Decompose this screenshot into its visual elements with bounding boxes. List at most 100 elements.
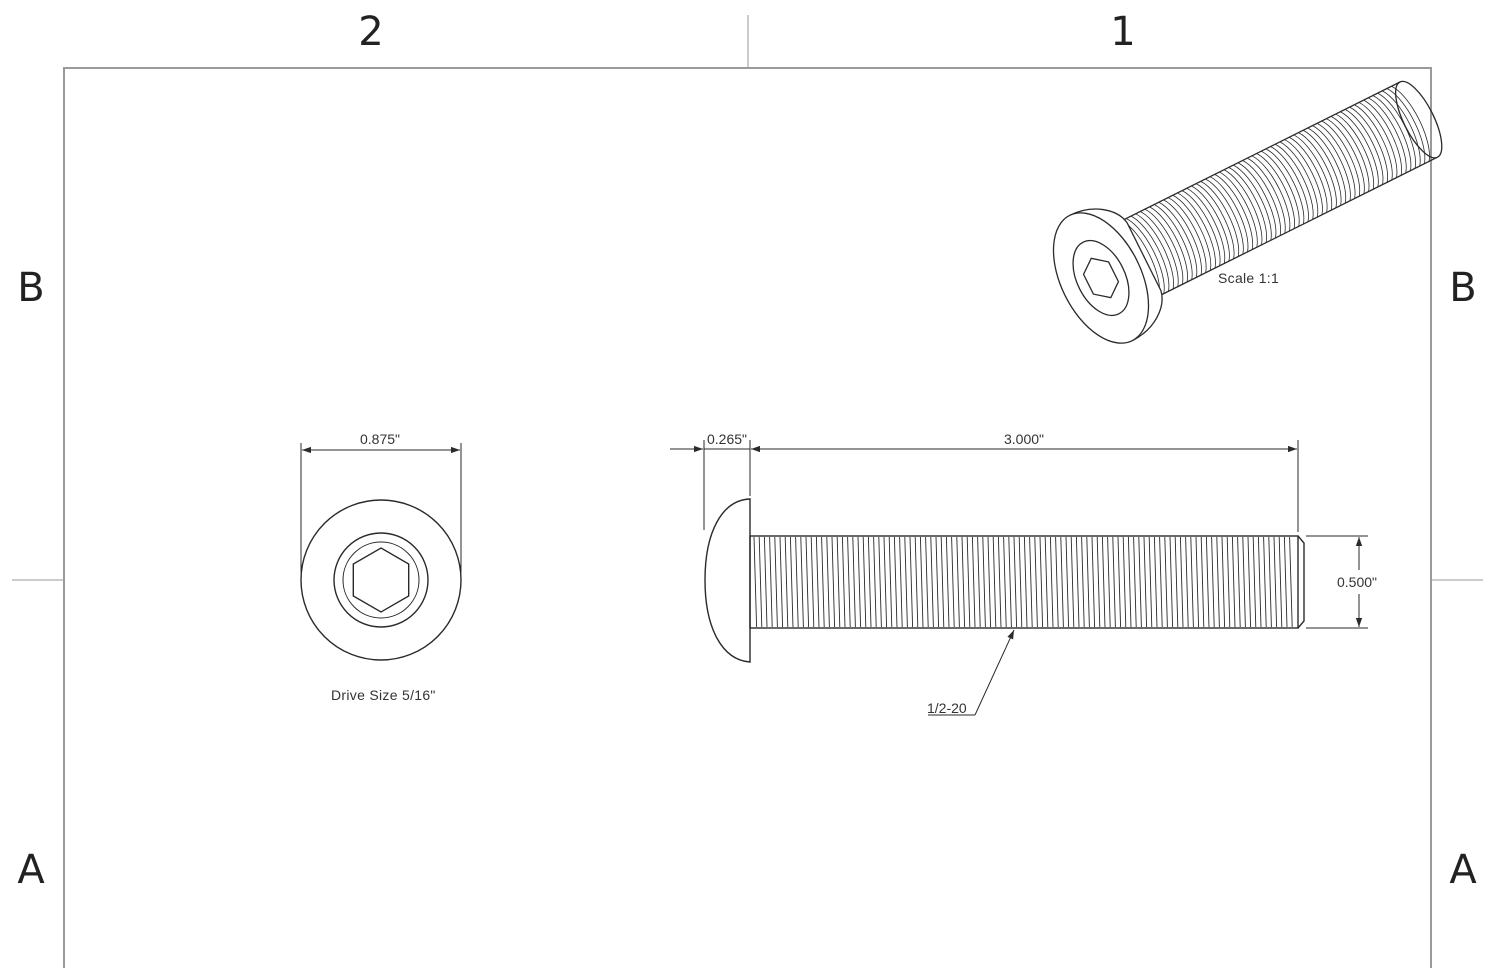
- iso-thread-crest-line: [1349, 106, 1388, 183]
- thread-crest-line: [862, 536, 867, 628]
- thread-crest-line: [945, 536, 950, 628]
- sheet-frame: [12, 15, 1483, 968]
- thread-crest-line: [1075, 536, 1080, 628]
- iso-thread-crest-line: [1307, 127, 1347, 204]
- thread-crest-line: [1039, 536, 1044, 628]
- thread-crest-line: [883, 536, 888, 628]
- drive-size-note: Drive Size 5/16": [331, 687, 436, 703]
- iso-thread-end: [1394, 80, 1443, 159]
- thread-crest-line: [1060, 536, 1064, 628]
- thread-crest-line: [1122, 536, 1127, 628]
- iso-thread-crest-line: [1140, 211, 1179, 287]
- thread-crest-line: [1003, 536, 1007, 628]
- thread-crest-line: [779, 536, 784, 628]
- thread-crest-line: [1029, 536, 1033, 628]
- iso-thread-crest-line: [1344, 109, 1384, 185]
- thread-crest-line: [1263, 536, 1267, 628]
- thread-crest-line: [1273, 536, 1278, 628]
- iso-thread-crest-line: [1330, 116, 1370, 192]
- thread-crest-line: [893, 536, 898, 628]
- thread-crest-line: [1289, 536, 1293, 628]
- thread-crest-line: [1127, 536, 1132, 628]
- iso-socket-counterbore: [1072, 239, 1130, 317]
- iso-thread-crest-line: [1284, 139, 1323, 215]
- thread-crest-line: [940, 536, 945, 628]
- iso-thread-crest-line: [1195, 183, 1235, 259]
- thread-crest-line: [1242, 536, 1246, 628]
- thread-crest-line: [899, 536, 903, 628]
- hex-socket-icon: [352, 547, 410, 613]
- thread-crest-line: [919, 536, 924, 628]
- iso-shank-edge-bottom: [1153, 156, 1438, 300]
- iso-thread-crest-line: [1233, 164, 1272, 241]
- thread-crest-line: [836, 536, 841, 628]
- thread-crest-line: [1070, 536, 1075, 628]
- thread-crest-line: [961, 536, 966, 628]
- scale-note: Scale 1:1: [1218, 270, 1280, 286]
- thread-crest-line: [774, 536, 778, 628]
- iso-thread-crest-line: [1335, 113, 1375, 190]
- iso-thread-crest-line: [1354, 104, 1393, 181]
- dimension-length: 3.000": [1004, 431, 1045, 447]
- thread-crest-line: [1148, 536, 1153, 628]
- thread-crest-line: [1257, 536, 1262, 628]
- thread-crest-line: [1159, 536, 1163, 628]
- thread-crest-line: [925, 536, 929, 628]
- thread-crest-line: [1081, 536, 1085, 628]
- zone-label-row-b-right: B: [1449, 265, 1477, 311]
- iso-thread-crest-line: [1205, 178, 1244, 255]
- thread-crest-line: [784, 536, 789, 628]
- thread-crest-line: [935, 536, 940, 628]
- thread-crest-line: [789, 536, 794, 628]
- thread-crest-line: [753, 536, 758, 628]
- thread-crest-line: [904, 536, 908, 628]
- thread-crest-line: [1101, 536, 1106, 628]
- thread-crest-line: [971, 536, 976, 628]
- iso-thread-crest-line: [1191, 185, 1230, 262]
- thread-crest-line: [1231, 536, 1236, 628]
- thread-crest-line: [1049, 536, 1054, 628]
- thread-crest-line: [1096, 536, 1101, 628]
- thread-crest-line: [805, 536, 810, 628]
- thread-crest-line: [1237, 536, 1241, 628]
- iso-thread-crest-line: [1288, 136, 1328, 213]
- thread-crest-line: [815, 536, 820, 628]
- iso-thread-crest-line: [1340, 111, 1379, 187]
- thread-crest-line: [821, 536, 825, 628]
- thread-crest-line: [1226, 536, 1231, 628]
- thread-crest-line: [1143, 536, 1148, 628]
- thread-chamfer: [1297, 535, 1305, 629]
- thread-callout-leader: [974, 629, 1015, 716]
- thread-crest-line: [841, 536, 846, 628]
- thread-crest-line: [1205, 536, 1210, 628]
- thread-crest-line: [867, 536, 872, 628]
- thread-crest-line: [1211, 536, 1215, 628]
- thread-crest-line: [831, 536, 836, 628]
- zone-label-col-1: 1: [1110, 9, 1136, 55]
- iso-thread-crest-line: [1265, 148, 1305, 225]
- zone-label-col-2: 2: [358, 9, 384, 55]
- thread-crest-line: [992, 536, 997, 628]
- thread-crest-line: [1008, 536, 1012, 628]
- thread-crest-line: [800, 536, 804, 628]
- side-view: [670, 440, 1368, 716]
- zone-label-row-b-left: B: [17, 265, 45, 311]
- zone-label-row-a-left: A: [17, 847, 45, 893]
- iso-thread-crest-line: [1391, 85, 1430, 162]
- iso-thread-crest-line: [1386, 88, 1426, 164]
- thread-crest-line: [966, 536, 971, 628]
- iso-thread-crest-line: [1261, 150, 1300, 227]
- iso-head-face: [1052, 212, 1150, 344]
- iso-thread-crest-line: [1135, 213, 1174, 290]
- thread-crest-line: [1221, 536, 1226, 628]
- thread-crest-line: [1174, 536, 1179, 628]
- thread-crest-line: [1169, 536, 1174, 628]
- thread-crest-line: [951, 536, 955, 628]
- thread-crest-line: [997, 536, 1002, 628]
- thread-crest-line: [1055, 536, 1059, 628]
- thread-crest-line: [1190, 536, 1194, 628]
- iso-thread-crest-line: [1242, 160, 1281, 236]
- iso-thread-crest-line: [1228, 167, 1268, 243]
- thread-crest-line: [909, 536, 914, 628]
- iso-thread-crest-line: [1326, 118, 1365, 194]
